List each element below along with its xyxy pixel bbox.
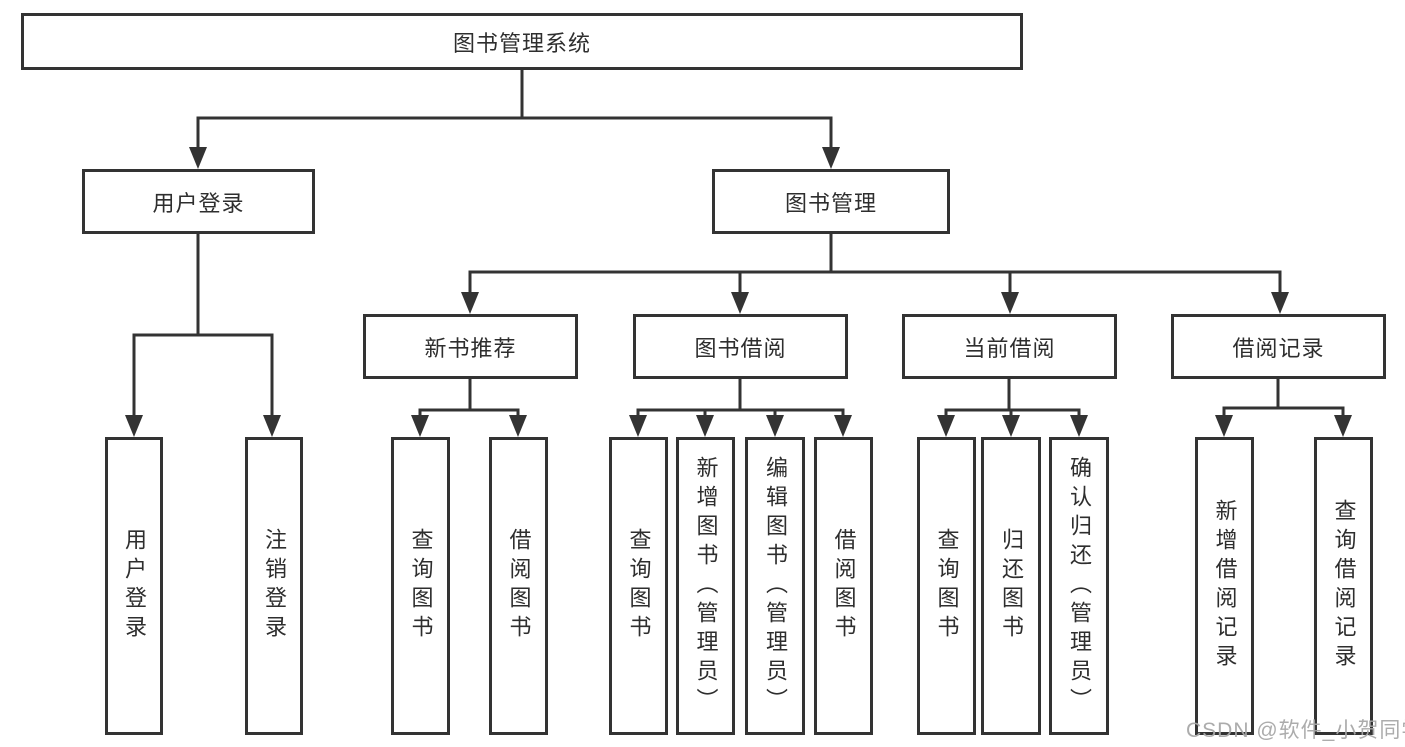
node-label: 确认归还（管理员）: [1067, 455, 1092, 717]
leaf-record-add: 新增借阅记录: [1195, 437, 1254, 735]
node-label: 借阅图书: [831, 528, 857, 644]
leaf-logout: 注销登录: [245, 437, 303, 735]
node-label: 注销登录: [262, 528, 287, 644]
node-label: 借阅图书: [506, 528, 532, 644]
node-new-book-recommend: 新书推荐: [363, 314, 578, 379]
leaf-user-login: 用户登录: [105, 437, 163, 735]
node-label: 编辑图书（管理员）: [763, 455, 788, 717]
leaf-borrow-add-books-admin: 新增图书（管理员）: [676, 437, 735, 735]
leaf-borrow-query-books: 查询图书: [609, 437, 668, 735]
csdn-watermark: CSDN @软件_小贺同学: [1186, 719, 1405, 742]
leaf-current-return-books: 归还图书: [981, 437, 1041, 735]
node-label: 图书管理: [784, 190, 877, 216]
node-label: 查询图书: [934, 528, 960, 644]
leaf-borrow-borrow-books: 借阅图书: [814, 437, 873, 735]
node-label: 用户登录: [152, 190, 245, 216]
leaf-current-confirm-return-admin: 确认归还（管理员）: [1049, 437, 1109, 735]
node-label: 查询借阅记录: [1331, 499, 1357, 673]
node-label: 当前借阅: [963, 335, 1056, 361]
node-user-login-module: 用户登录: [82, 169, 315, 234]
node-label: 借阅记录: [1232, 335, 1325, 361]
node-label: 新增图书（管理员）: [693, 455, 719, 717]
leaf-borrow-edit-books-admin: 编辑图书（管理员）: [745, 437, 805, 735]
node-label: 查询图书: [626, 528, 652, 644]
node-label: 新增借阅记录: [1212, 499, 1238, 673]
leaf-recommend-query-books: 查询图书: [391, 437, 450, 735]
node-book-management-module: 图书管理: [712, 169, 950, 234]
node-borrow-records: 借阅记录: [1171, 314, 1386, 379]
node-label: 用户登录: [122, 528, 147, 644]
node-label: 归还图书: [999, 528, 1024, 644]
node-current-borrow: 当前借阅: [902, 314, 1117, 379]
node-label: 图书借阅: [694, 335, 787, 361]
node-book-borrow: 图书借阅: [633, 314, 848, 379]
node-label: 图书管理系统: [452, 30, 591, 56]
leaf-current-query-books: 查询图书: [917, 437, 976, 735]
node-label: 查询图书: [408, 528, 434, 644]
leaf-recommend-borrow-books: 借阅图书: [489, 437, 548, 735]
node-root-system: 图书管理系统: [21, 13, 1023, 70]
node-label: 新书推荐: [424, 335, 517, 361]
leaf-record-query: 查询借阅记录: [1314, 437, 1373, 735]
